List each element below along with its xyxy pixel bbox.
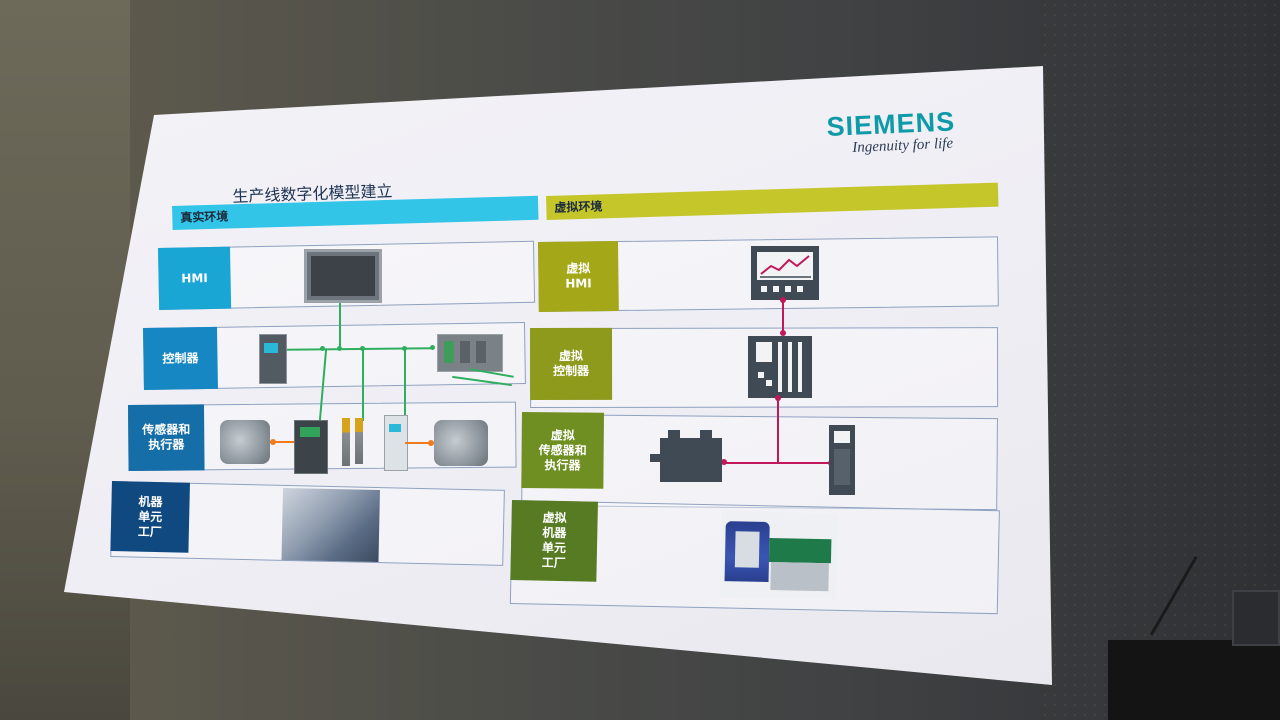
motor-link <box>270 441 294 443</box>
trend-chart-icon <box>760 255 811 278</box>
io-module-rack-image <box>437 334 503 372</box>
virtual-network-node <box>780 297 786 303</box>
virtual-hmi-icon <box>751 246 819 300</box>
hmi-panel-image <box>304 249 382 303</box>
plc-cpu-image <box>259 334 287 384</box>
real-label-machine: 机器 单元 工厂 <box>110 481 190 553</box>
electric-motor-image <box>434 420 488 466</box>
virtual-network-node <box>775 395 781 401</box>
virtual-controller-icon <box>748 336 812 398</box>
motor-link <box>405 442 433 444</box>
real-environment-header: 真实环境 <box>172 195 539 230</box>
network-node <box>360 346 365 351</box>
electric-motor-image <box>220 420 270 464</box>
virtual-network-link <box>782 300 784 334</box>
virtual-drive-icon <box>829 425 855 495</box>
real-label-controller: 控制器 <box>143 326 218 390</box>
virtual-label-machine: 虚拟 机器 单元 工厂 <box>510 500 598 582</box>
real-label-hmi: HMI <box>158 246 232 310</box>
machine-cell-photo <box>281 488 380 563</box>
motor-link-node <box>428 440 434 446</box>
network-cable-drop3 <box>404 349 406 419</box>
motor-link-node <box>270 439 276 445</box>
virtual-machine-cell-render <box>720 511 838 600</box>
virtual-network-node <box>780 330 786 336</box>
laptop <box>1232 590 1280 646</box>
virtual-label-sensors: 虚拟 传感器和 执行器 <box>521 412 604 489</box>
network-node <box>402 346 407 351</box>
virtual-network-link <box>777 398 779 464</box>
frequency-drive-image <box>294 420 328 474</box>
proximity-sensor-image <box>355 418 363 464</box>
network-cable-hmi <box>339 303 341 349</box>
virtual-label-controller: 虚拟 控制器 <box>530 327 613 400</box>
network-node <box>430 345 435 350</box>
proximity-sensor-image <box>342 418 350 466</box>
network-node <box>320 346 325 351</box>
virtual-servo-motor-icon <box>650 430 722 482</box>
virtual-network-node <box>721 459 727 465</box>
virtual-environment-header: 虚拟环境 <box>546 182 999 220</box>
brand-tagline: Ingenuity for life <box>852 135 954 156</box>
soft-starter-image <box>384 415 408 471</box>
real-label-sensors: 传感器和 执行器 <box>128 404 205 471</box>
virtual-label-hmi: 虚拟 HMI <box>538 241 619 312</box>
network-node <box>337 346 342 351</box>
network-cable-drop2 <box>362 349 364 421</box>
virtual-network-link <box>722 462 836 464</box>
lectern <box>1108 640 1280 720</box>
